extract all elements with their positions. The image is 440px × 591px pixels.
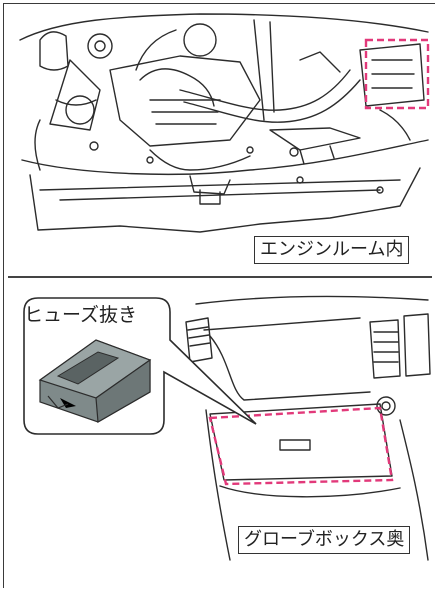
section-divider bbox=[8, 276, 432, 278]
glovebox-label: グローブボックス奥 bbox=[238, 526, 411, 554]
fuse-puller-label: ヒューズ抜き bbox=[24, 304, 138, 326]
page-frame bbox=[3, 3, 435, 588]
engine-room-label: エンジンルーム内 bbox=[254, 236, 410, 264]
fuse-puller-illustration bbox=[38, 339, 152, 423]
